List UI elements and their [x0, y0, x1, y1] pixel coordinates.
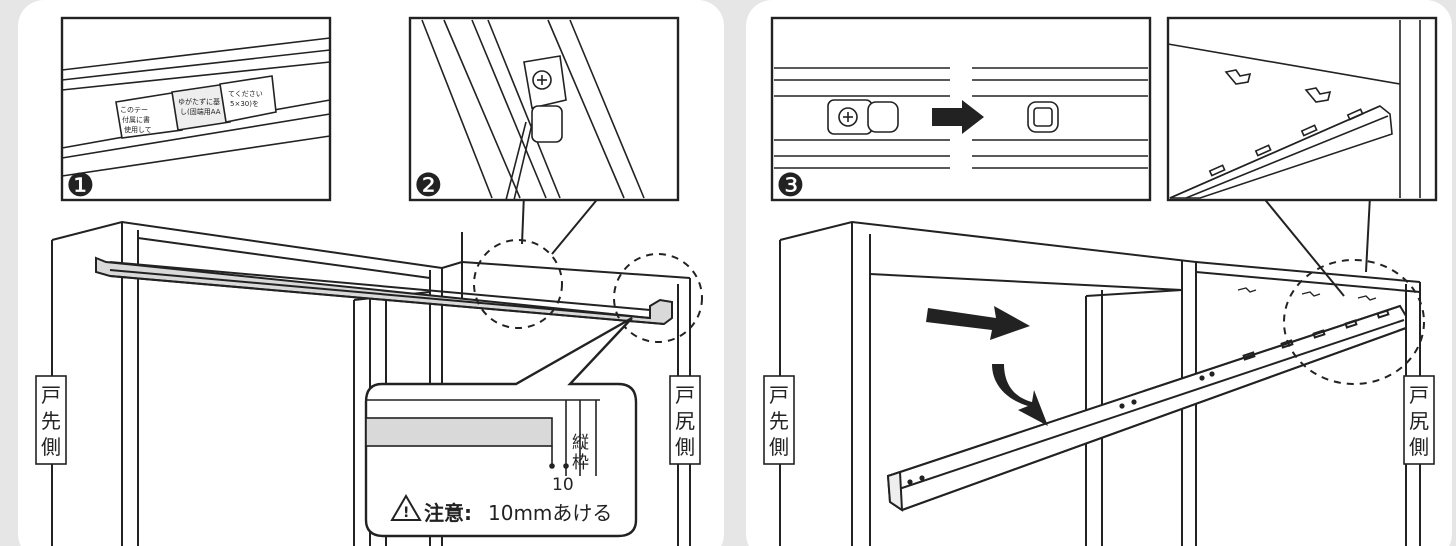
- svg-text:戸尻側: 戸尻側: [1409, 383, 1429, 459]
- door-tip-side-label-left: 戸先側: [35, 375, 67, 465]
- gap-dimension: 10: [552, 475, 574, 495]
- right-arrow-icon: [932, 100, 984, 134]
- detail-circle-gap: [613, 253, 703, 343]
- rail-left: [95, 256, 673, 326]
- tape-text: 付属に書: [122, 115, 150, 124]
- tape-text: 5×30)を: [230, 100, 259, 108]
- svg-text:戸尻側: 戸尻側: [675, 383, 695, 459]
- detail-circle-rail: [1283, 259, 1425, 385]
- svg-text:戸先側: 戸先側: [41, 383, 61, 459]
- svg-text:戸先側: 戸先側: [769, 383, 789, 459]
- tape-text: このテー: [120, 106, 148, 114]
- inset-rail-detail: [1166, 16, 1438, 202]
- step-2-badge: ❷: [414, 166, 443, 204]
- right-arrow-icon: [926, 306, 1030, 340]
- tape-text: し(固端用AA: [180, 107, 221, 116]
- tape-text: 使用して: [124, 125, 152, 134]
- inset-step-3: ❸: [770, 16, 1152, 204]
- caution-prefix: 注意:: [424, 501, 472, 525]
- callout-line: [1365, 195, 1371, 273]
- detail-circle-screw: [473, 239, 563, 329]
- step-3-badge: ❸: [776, 166, 805, 204]
- caution-bubble: 縦枠 10 ! 注意: 10mmあける: [364, 316, 638, 538]
- callout-line: [521, 193, 525, 245]
- door-tip-side-label-right: 戸先側: [763, 375, 795, 465]
- tape-text: ゆがたずに基: [178, 97, 220, 106]
- caution-text: 10mmあける: [488, 501, 612, 525]
- svg-text:!: !: [403, 505, 409, 521]
- inset-step-2: ❷: [408, 16, 680, 204]
- rail-right: [886, 304, 1407, 512]
- right-panel: ❸ 戸先側: [746, 0, 1452, 546]
- curved-down-arrow-icon: [992, 364, 1048, 426]
- warning-triangle-icon: !: [390, 494, 422, 521]
- left-panel: このテー 付属に書 使用して ゆがたずに基 し(固端用AA てください 5×30…: [18, 0, 724, 546]
- callout-line: [1261, 195, 1345, 297]
- ceiling-clips: [1237, 287, 1377, 301]
- callout-line: [551, 195, 601, 255]
- door-tail-side-label-left: 戸尻側: [669, 375, 701, 465]
- vertical-frame-label: 縦枠: [572, 433, 589, 473]
- door-tail-side-label-right: 戸尻側: [1403, 375, 1435, 465]
- inset-step-1: このテー 付属に書 使用して ゆがたずに基 し(固端用AA てください 5×30…: [60, 16, 332, 204]
- tape-text: てください: [228, 90, 263, 98]
- step-1-badge: ❶: [66, 166, 95, 204]
